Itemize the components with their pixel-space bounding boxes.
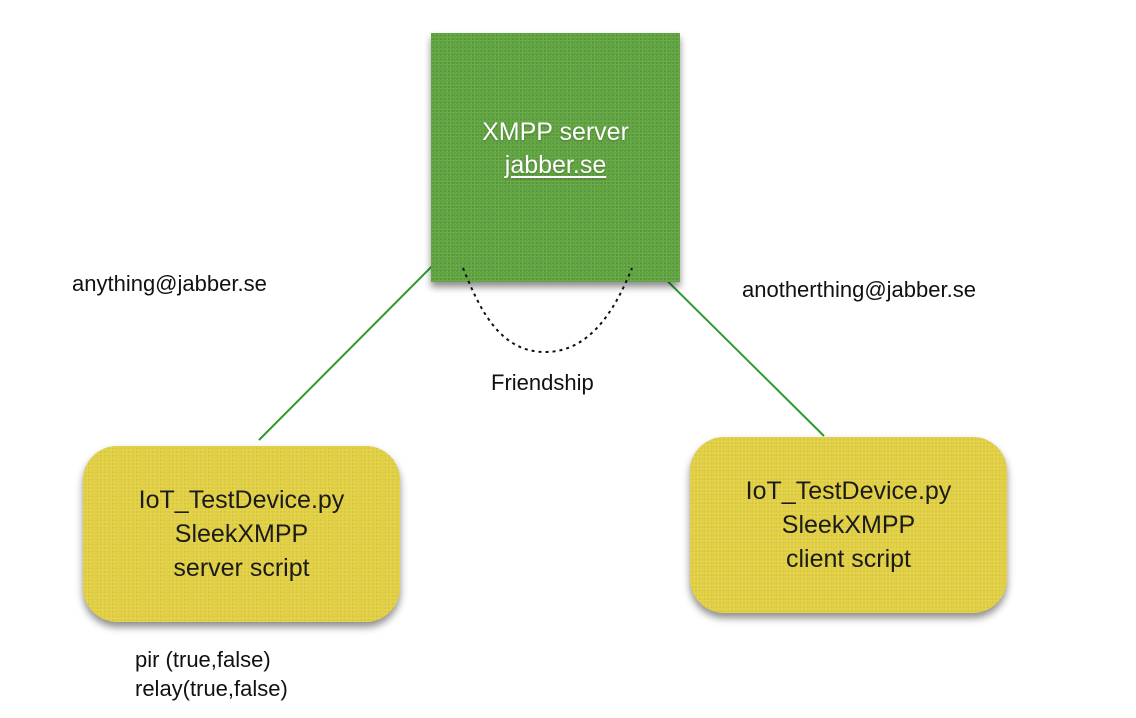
device-right-line-1: IoT_TestDevice.py (745, 477, 952, 505)
device-node-server-script: IoT_TestDevice.py SleekXMPP server scrip… (83, 446, 400, 622)
jid-label-left: anything@jabber.se (72, 271, 267, 296)
device-right-line-3: client script (785, 545, 912, 573)
friendship-label: Friendship (491, 370, 594, 395)
device-properties: pir (true,false) relay(true,false) (135, 645, 288, 703)
device-node-client-script: IoT_TestDevice.py SleekXMPP client scrip… (690, 437, 1007, 613)
device-left-line-3: server script (173, 554, 310, 582)
server-title: XMPP server (482, 117, 629, 146)
jid-label-right: anotherthing@jabber.se (742, 277, 976, 302)
device-left-line-2: SleekXMPP (174, 520, 309, 548)
property-pir: pir (true,false) (135, 647, 271, 672)
property-relay: relay(true,false) (135, 676, 288, 701)
device-right-line-2: SleekXMPP (781, 511, 916, 539)
server-host-link[interactable]: jabber.se (504, 150, 607, 179)
xmpp-server-node: XMPP server jabber.se (431, 33, 680, 282)
device-left-line-1: IoT_TestDevice.py (138, 486, 345, 514)
